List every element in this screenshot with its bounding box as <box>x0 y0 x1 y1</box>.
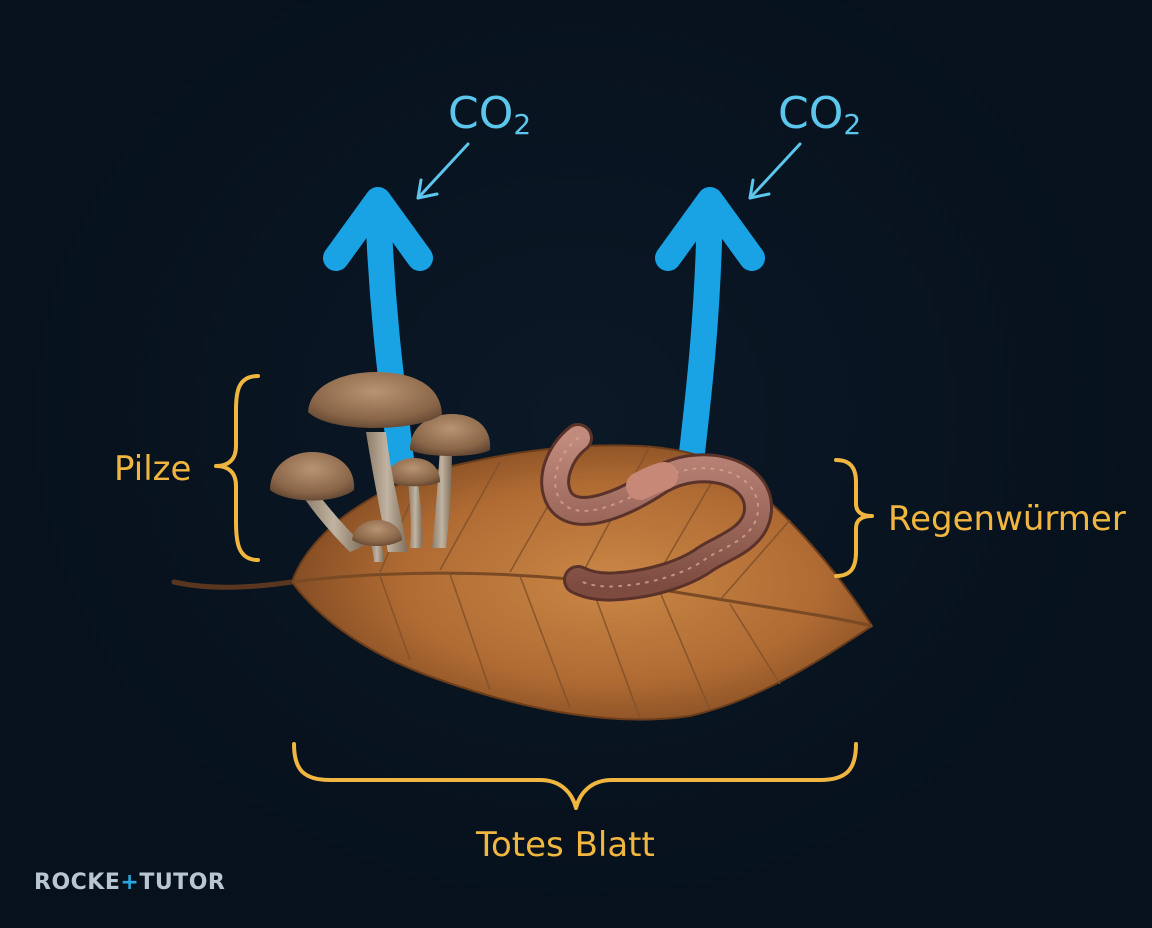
brace-dead-leaf-icon <box>292 742 858 810</box>
label-dead-leaf: Totes Blatt <box>476 825 655 865</box>
co2-left-subscript: 2 <box>513 108 532 141</box>
label-earthworms: Regenwürmer <box>888 499 1126 539</box>
mushroom <box>308 372 442 552</box>
co2-right-base: CO <box>778 88 844 139</box>
co2-pointer-left-icon <box>416 142 470 200</box>
co2-left-base: CO <box>448 88 514 139</box>
mushroom <box>410 414 491 548</box>
co2-label-left: CO2 <box>448 92 531 139</box>
co2-arrow-left-icon <box>323 187 433 481</box>
brand-logo: ROCKE+TUTOR <box>34 870 225 895</box>
brace-fungi-icon <box>214 374 260 562</box>
brace-earthworms-icon <box>834 458 874 578</box>
label-fungi: Pilze <box>114 449 192 489</box>
earthworm <box>540 423 773 602</box>
worm-clitellum <box>626 462 678 500</box>
logo-right: TUTOR <box>139 870 226 895</box>
mushroom <box>352 520 402 562</box>
co2-right-subscript: 2 <box>843 108 862 141</box>
co2-pointer-right-icon <box>748 142 802 200</box>
logo-left: ROCKE <box>34 870 121 895</box>
mushroom <box>386 458 440 548</box>
mushroom <box>270 452 364 552</box>
leaf-stem <box>171 579 295 590</box>
co2-arrow-right-icon <box>655 187 765 483</box>
logo-plus-icon: + <box>120 870 140 895</box>
co2-label-right: CO2 <box>778 92 861 139</box>
mushroom-cluster <box>270 372 491 562</box>
